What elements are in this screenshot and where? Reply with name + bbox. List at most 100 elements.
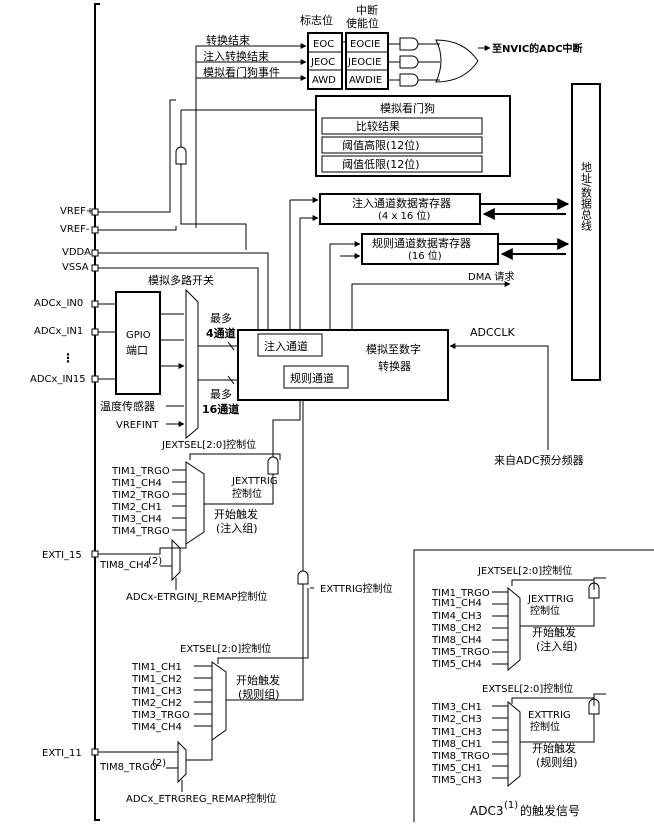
mux-title: 模拟多路开关 (148, 273, 214, 287)
reg-trigger-inputs: TIM1_CH1 TIM1_CH2 TIM1_CH3 TIM2_CH2 TIM3… (131, 662, 190, 733)
svg-text:GPIO: GPIO (126, 330, 151, 341)
svg-text:TIM1_CH2: TIM1_CH2 (131, 674, 182, 685)
prescaler-label: 来自ADC预分频器 (494, 453, 584, 467)
svg-text:(4 x 16 位): (4 x 16 位) (378, 209, 430, 222)
svg-text:控制位: 控制位 (232, 487, 262, 500)
svg-text:开始触发: 开始触发 (214, 507, 258, 521)
svg-text:(1): (1) (504, 800, 518, 811)
adc3-reg-and (588, 698, 600, 715)
svg-text:TIM5_CH3: TIM5_CH3 (431, 775, 482, 786)
svg-text:(注入组): (注入组) (536, 639, 578, 653)
svg-text:规则通道数据寄存器: 规则通道数据寄存器 (372, 236, 471, 250)
svg-text:TIM8_CH4: TIM8_CH4 (431, 635, 482, 646)
svg-text:最多: 最多 (210, 311, 232, 325)
svg-text:TIM4_CH3: TIM4_CH3 (431, 611, 482, 622)
temp-sensor: 温度传感器 (100, 399, 155, 413)
inj-channel-box (257, 333, 323, 357)
svg-text:阈值低限(12位): 阈值低限(12位) (342, 157, 420, 171)
pin-vdda: VDDA (62, 247, 91, 258)
int-jeocie: JEOCIE (347, 57, 381, 68)
pin-dots: ⋮ (62, 351, 74, 365)
event-conv-end: 转换结束 (206, 33, 250, 47)
analog-mux (185, 288, 199, 440)
reg-data-register (361, 233, 499, 265)
watchdog-compare (321, 117, 483, 135)
adcclk-label: ADCCLK (470, 326, 515, 339)
event-inj-conv-end: 注入转换结束 (203, 49, 269, 63)
svg-text:开始触发: 开始触发 (532, 625, 576, 639)
pin-vref-minus: VREF- (60, 224, 90, 235)
svg-text:TIM1_TRGO: TIM1_TRGO (431, 588, 490, 599)
reg-and-gate (297, 570, 309, 585)
svg-text:注入通道数据寄存器: 注入通道数据寄存器 (352, 196, 451, 210)
or-gate (435, 39, 479, 83)
svg-text:TIM2_CH3: TIM2_CH3 (431, 714, 482, 725)
svg-text:注入通道: 注入通道 (264, 339, 308, 353)
converter-label-1: 模拟至数字 (366, 342, 421, 356)
svg-text:TIM3_TRGO: TIM3_TRGO (131, 710, 190, 721)
svg-text:(16 位): (16 位) (408, 249, 442, 262)
svg-text:TIM5_CH4: TIM5_CH4 (431, 659, 482, 670)
reg-remap: ADCx_ETRGREG_REMAP控制位 (126, 792, 276, 805)
svg-text:TIM5_CH1: TIM5_CH1 (431, 763, 482, 774)
event-watchdog: 模拟看门狗事件 (203, 65, 280, 79)
svg-text:TIM8_CH2: TIM8_CH2 (431, 623, 482, 634)
svg-text:TIM8_CH1: TIM8_CH1 (431, 739, 482, 750)
svg-text:(规则组): (规则组) (536, 755, 578, 769)
svg-text:TIM2_TRGO: TIM2_TRGO (111, 490, 170, 501)
svg-text:端口: 端口 (126, 344, 148, 357)
svg-text:TIM1_CH3: TIM1_CH3 (431, 727, 482, 738)
svg-text:JEXTTRIG: JEXTTRIG (527, 594, 574, 605)
inj-and-gate (267, 456, 279, 475)
svg-text:规则通道: 规则通道 (290, 371, 334, 385)
svg-text:TIM4_TRGO: TIM4_TRGO (111, 526, 170, 537)
gpio-port (115, 291, 161, 395)
svg-text:TIM4_CH4: TIM4_CH4 (131, 722, 182, 733)
adc3-inj-and (588, 582, 600, 599)
svg-text:控制位: 控制位 (530, 720, 560, 733)
svg-text:TIM1_TRGO: TIM1_TRGO (111, 466, 170, 477)
svg-text:JEXTTRIG: JEXTTRIG (231, 476, 278, 487)
watchdog-low (321, 155, 483, 173)
pin-in1: ADCx_IN1 (34, 326, 83, 337)
svg-text:TIM1_CH1: TIM1_CH1 (131, 662, 182, 673)
adc3-jextsel: JEXTSEL[2:0]控制位 (477, 564, 572, 577)
flags-title: 标志位 (300, 13, 333, 27)
svg-text:TIM1_CH3: TIM1_CH3 (131, 686, 182, 697)
svg-text:TIM3_CH1: TIM3_CH1 (431, 702, 482, 713)
address-data-bus (571, 83, 601, 381)
adc3-inj-inputs: TIM1_TRGO TIM1_CH4 TIM4_CH3 TIM8_CH2 TIM… (431, 588, 490, 670)
pin-vref-plus: VREF+ (60, 206, 94, 217)
watchdog-high (321, 136, 483, 154)
watchdog-title: 模拟看门狗 (380, 101, 435, 115)
pin-in0: ADCx_IN0 (34, 298, 83, 309)
flag-eoc: EOC (313, 39, 334, 50)
svg-text:(2): (2) (152, 758, 166, 769)
svg-text:TIM3_CH4: TIM3_CH4 (111, 514, 162, 525)
flag-awd: AWD (312, 75, 336, 86)
svg-text:TIM1_CH4: TIM1_CH4 (111, 478, 162, 489)
svg-text:的触发信号: 的触发信号 (520, 803, 580, 818)
int-eocie: EOCIE (350, 39, 380, 50)
adc3-extsel: EXTSEL[2:0]控制位 (482, 682, 573, 695)
svg-text:TIM2_CH1: TIM2_CH1 (111, 502, 162, 513)
int-awdie: AWDIE (349, 75, 382, 86)
inj-data-register (319, 193, 481, 225)
adc3-reg-mux (507, 700, 521, 788)
svg-text:TIM2_CH2: TIM2_CH2 (131, 698, 182, 709)
svg-text:TIM1_CH4: TIM1_CH4 (431, 598, 482, 609)
exttrig-label: EXTTRIG控制位 (320, 582, 393, 595)
svg-text:TIM5_TRGO: TIM5_TRGO (431, 647, 490, 658)
adc3-caption: ADC3 (1) 的触发信号 (470, 800, 580, 818)
svg-text:开始触发: 开始触发 (236, 673, 280, 687)
adc3-reg-inputs: TIM3_CH1 TIM2_CH3 TIM1_CH3 TIM8_CH1 TIM8… (431, 702, 490, 786)
svg-text:TIM8_CH4: TIM8_CH4 (99, 560, 150, 571)
svg-text:ADC3: ADC3 (470, 804, 503, 818)
extsel-label: EXTSEL[2:0]控制位 (180, 642, 271, 655)
inj-remap: ADCx-ETRGINJ_REMAP控制位 (126, 590, 267, 603)
interrupts-title-1: 中断 (356, 3, 378, 17)
svg-text:最多: 最多 (210, 387, 232, 401)
svg-text:(2): (2) (148, 556, 162, 567)
